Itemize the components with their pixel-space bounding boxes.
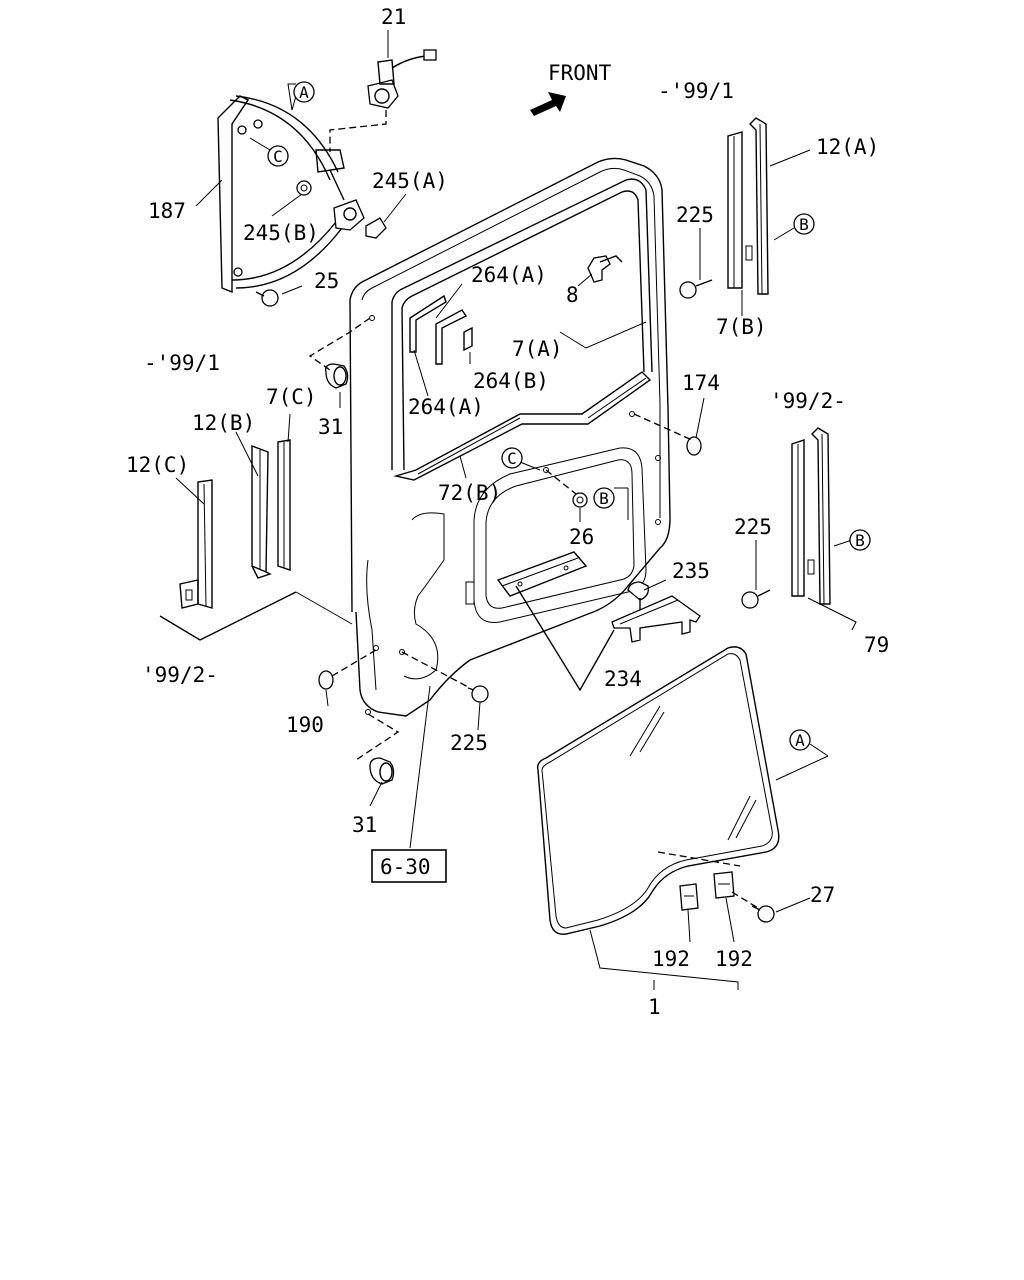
label-234: 234 bbox=[604, 667, 642, 691]
grommet-190 bbox=[318, 670, 334, 690]
leader-234 bbox=[515, 585, 615, 692]
label-31-upper: 31 bbox=[318, 415, 343, 439]
label-12c: 12(C) bbox=[126, 453, 189, 477]
callout-a-glass: A bbox=[789, 729, 829, 757]
label-99-2-right: '99/2- bbox=[770, 389, 846, 413]
guide-7c bbox=[277, 439, 291, 571]
dash-motor-to-regulator bbox=[329, 110, 387, 152]
label-8: 8 bbox=[566, 283, 579, 307]
channel-234-inner bbox=[496, 551, 588, 597]
svg-text:B: B bbox=[855, 531, 865, 550]
callout-b-mid: B bbox=[593, 487, 628, 509]
label-187: 187 bbox=[148, 199, 186, 223]
dash-27 bbox=[731, 891, 759, 909]
dash-stopper-lower bbox=[355, 713, 400, 761]
clip-8 bbox=[587, 255, 623, 283]
dash-stopper-upper bbox=[308, 317, 371, 371]
label-7c: 7(C) bbox=[266, 385, 317, 409]
label-192-left: 192 bbox=[652, 947, 690, 971]
label-192-right: 192 bbox=[715, 947, 753, 971]
bracket-line-left bbox=[159, 591, 297, 641]
callout-a-top: A bbox=[287, 81, 315, 111]
dash-174 bbox=[633, 413, 693, 441]
svg-text:C: C bbox=[273, 147, 283, 166]
label-7b: 7(B) bbox=[716, 315, 767, 339]
label-190: 190 bbox=[286, 713, 324, 737]
bolt-225-right bbox=[741, 589, 771, 609]
callout-b-right: B bbox=[833, 529, 871, 551]
label-99-2-left: '99/2- bbox=[142, 663, 218, 687]
stopper-31-upper bbox=[325, 363, 349, 389]
svg-text:A: A bbox=[795, 731, 805, 750]
label-264a-lower: 264(A) bbox=[408, 395, 484, 419]
callout-b-upper: B bbox=[773, 213, 815, 241]
label-7a: 7(A) bbox=[512, 337, 563, 361]
clip-192-right bbox=[713, 871, 735, 899]
svg-text:B: B bbox=[799, 215, 809, 234]
label-25: 25 bbox=[314, 269, 339, 293]
callout-c-mid: C bbox=[501, 447, 541, 471]
bolt-27 bbox=[751, 905, 775, 923]
label-6-30: 6-30 bbox=[380, 855, 431, 879]
callout-c-top: C bbox=[249, 137, 289, 167]
label-264b: 264(B) bbox=[473, 369, 549, 393]
label-21: 21 bbox=[381, 5, 406, 29]
line-callout-a-glass bbox=[775, 755, 829, 781]
line-guide-to-door bbox=[295, 591, 353, 625]
stopper-31-lower bbox=[369, 757, 395, 785]
label-245a: 245(A) bbox=[372, 169, 448, 193]
bolt-225-upper bbox=[679, 279, 713, 299]
label-1: 1 bbox=[648, 995, 661, 1019]
label-front: FRONT bbox=[548, 61, 612, 85]
run-channel bbox=[391, 178, 653, 481]
grommet-174 bbox=[686, 436, 702, 456]
window-motor-21 bbox=[367, 30, 437, 109]
bolt-25 bbox=[255, 285, 303, 307]
clip-192-left bbox=[679, 883, 699, 911]
front-arrow-icon bbox=[530, 92, 566, 116]
dash-190 bbox=[331, 649, 377, 677]
label-245b: 245(B) bbox=[243, 221, 319, 245]
label-12b: 12(B) bbox=[192, 411, 255, 435]
guide-12b bbox=[251, 444, 272, 579]
nut-26 bbox=[572, 492, 588, 508]
svg-text:C: C bbox=[507, 449, 517, 468]
ref-box-6-30 bbox=[371, 849, 447, 883]
label-12a: 12(A) bbox=[816, 135, 879, 159]
dash-225-lower bbox=[401, 651, 471, 689]
label-31-lower: 31 bbox=[352, 813, 377, 837]
label-99-1-left: -'99/1 bbox=[144, 351, 220, 375]
guide-12c bbox=[179, 479, 213, 609]
door-glass bbox=[536, 646, 780, 935]
seal-264b bbox=[463, 326, 473, 352]
label-225-lower: 225 bbox=[450, 731, 488, 755]
label-26: 26 bbox=[569, 525, 594, 549]
label-174: 174 bbox=[682, 371, 720, 395]
dash-26 bbox=[545, 469, 577, 495]
seal-264a-lower bbox=[435, 309, 468, 365]
leader-lines bbox=[175, 30, 857, 990]
bolt-225-lower bbox=[467, 685, 489, 703]
door-panel bbox=[349, 157, 671, 717]
label-27: 27 bbox=[810, 883, 835, 907]
window-regulator bbox=[217, 95, 387, 294]
label-225-upper: 225 bbox=[676, 203, 714, 227]
seal-264a-upper bbox=[409, 294, 447, 353]
svg-text:B: B bbox=[599, 489, 609, 508]
label-225-right: 225 bbox=[734, 515, 772, 539]
svg-text:A: A bbox=[299, 83, 309, 102]
guide-right-99-2 bbox=[791, 427, 831, 605]
bracket-234 bbox=[611, 581, 701, 643]
dash-glass-bottom bbox=[657, 851, 741, 867]
part-labels: 21 FRONT -'99/1 12(A) 187 245(A) 245(B) … bbox=[126, 5, 889, 1019]
label-99-1-top: -'99/1 bbox=[658, 79, 734, 103]
label-264a-upper: 264(A) bbox=[471, 263, 547, 287]
label-79: 79 bbox=[864, 633, 889, 657]
label-72b: 72(B) bbox=[438, 481, 501, 505]
label-235: 235 bbox=[672, 559, 710, 583]
guide-12a bbox=[727, 117, 769, 295]
